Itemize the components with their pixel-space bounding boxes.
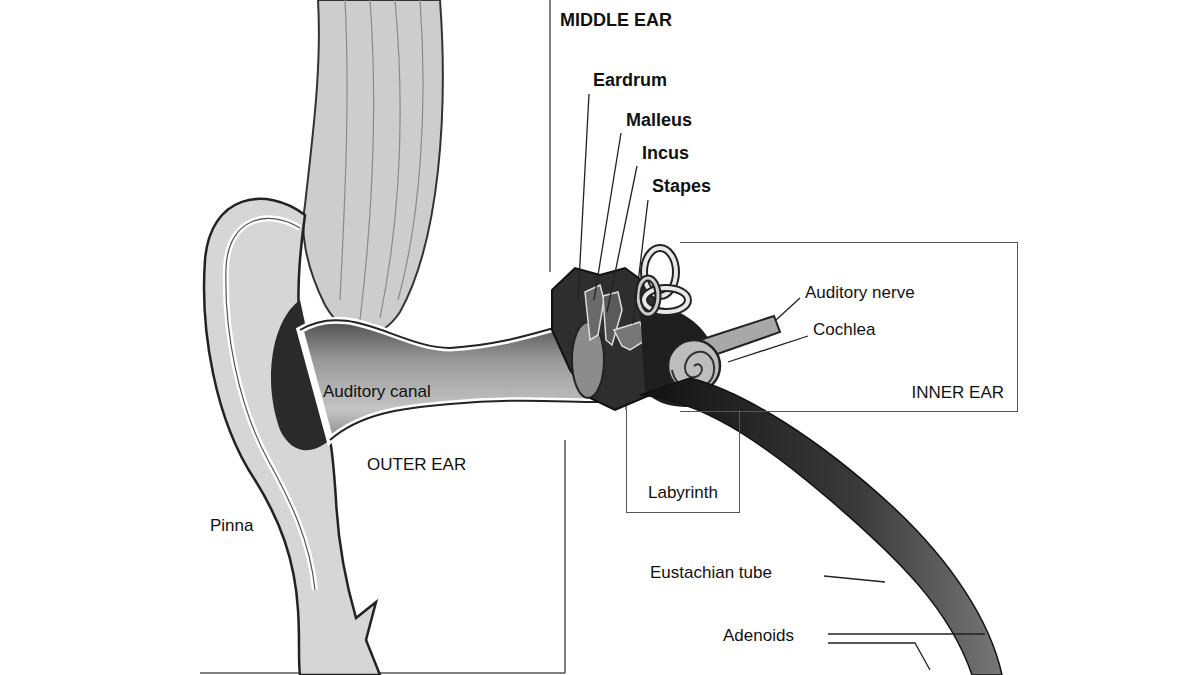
leader-lines (578, 94, 985, 670)
muscle-fibres (340, 0, 423, 320)
region-label: INNER EAR (911, 383, 1004, 403)
region-line (564, 440, 566, 673)
region-line (200, 672, 565, 674)
region-box: Labyrinth (626, 410, 740, 513)
part-label: Adenoids (723, 626, 794, 646)
pinna (204, 199, 380, 675)
part-label: Cochlea (813, 320, 875, 340)
region-box: INNER EAR (680, 242, 1018, 412)
part-label: Eustachian tube (650, 563, 772, 583)
muscle (303, 0, 443, 334)
part-label: Incus (642, 143, 689, 163)
eustachian-tube (640, 378, 1002, 675)
part-label: Eardrum (593, 70, 667, 90)
region-label: OUTER EAR (367, 455, 466, 475)
region-label: MIDDLE EAR (560, 10, 672, 30)
part-label: Pinna (210, 516, 253, 536)
region-line (549, 0, 551, 272)
region-label: Labyrinth (648, 483, 718, 503)
eardrum (572, 322, 604, 398)
part-label: Auditory canal (323, 382, 431, 402)
part-label: Auditory nerve (805, 283, 915, 303)
part-label: Malleus (626, 110, 692, 130)
part-label: Stapes (652, 176, 711, 196)
semicircular-canals (638, 248, 688, 314)
